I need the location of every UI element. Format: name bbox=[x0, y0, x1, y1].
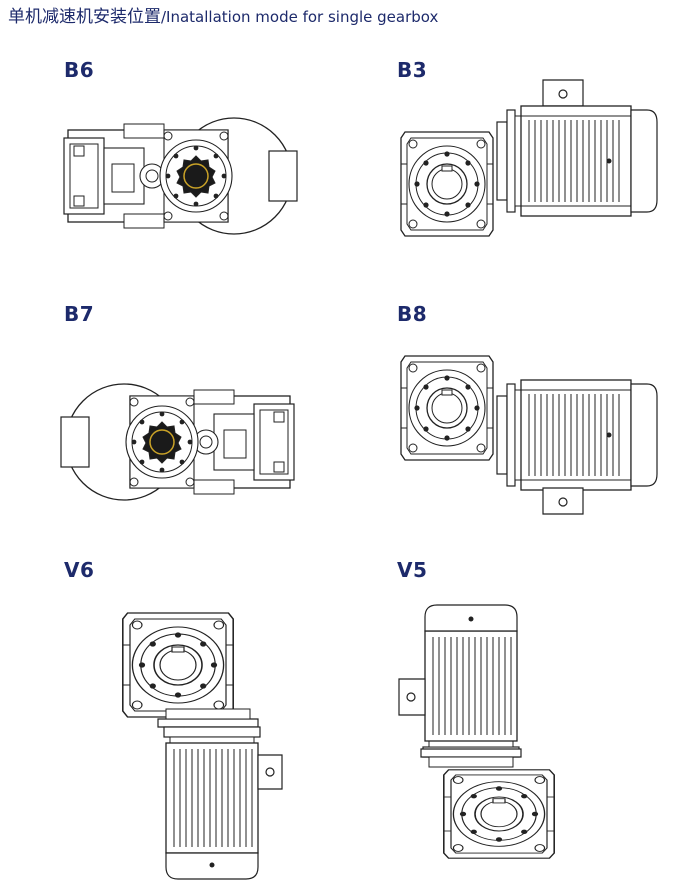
position-label-b3: B3 bbox=[397, 58, 428, 82]
drawing-b6 bbox=[63, 117, 298, 235]
drawing-b8 bbox=[400, 355, 658, 518]
drawing-b3 bbox=[400, 78, 658, 237]
position-label-b6: B6 bbox=[64, 58, 95, 82]
position-label-v6: V6 bbox=[64, 558, 95, 582]
title-cn: 单机减速机安装位置 bbox=[8, 7, 161, 27]
title-en: /Inatallation mode for single gearbox bbox=[161, 8, 439, 26]
position-label-b7: B7 bbox=[64, 302, 95, 326]
drawing-b7 bbox=[60, 383, 295, 501]
position-label-v5: V5 bbox=[397, 558, 428, 582]
drawing-v6 bbox=[122, 612, 298, 880]
drawing-v5 bbox=[395, 604, 555, 859]
page-title: 单机减速机安装位置/Inatallation mode for single g… bbox=[8, 6, 438, 28]
position-label-b8: B8 bbox=[397, 302, 428, 326]
